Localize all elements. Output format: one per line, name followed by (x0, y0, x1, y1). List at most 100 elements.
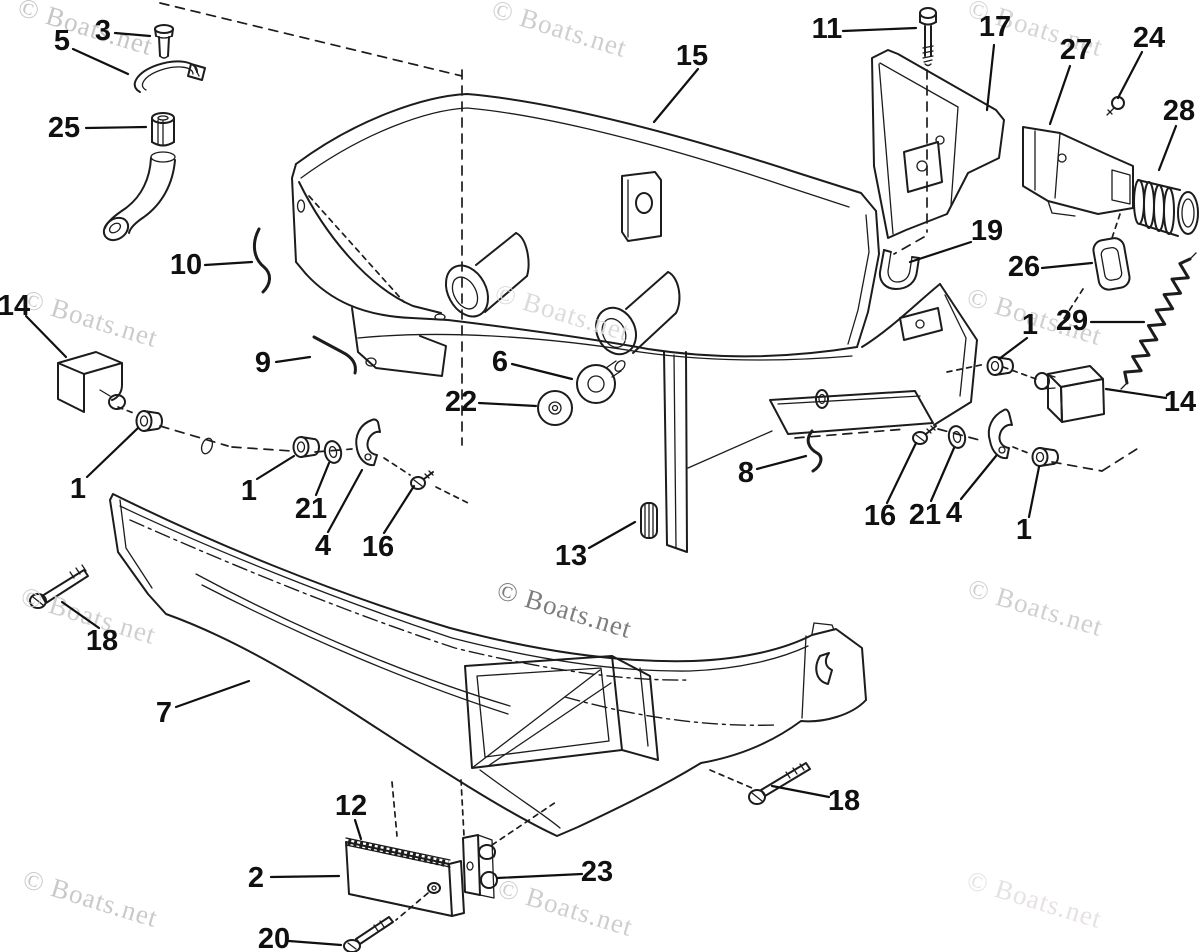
part-callout-28: 28 (1157, 95, 1195, 172)
part-25-sleeve-hose-art (102, 112, 176, 242)
part-number-label: 12 (335, 790, 367, 822)
watermark-text: © Boats.net (20, 284, 162, 353)
part-13-clip-art (640, 502, 658, 539)
leader-line (314, 461, 331, 497)
part-callout-4: 4 (946, 454, 998, 529)
leader-line (495, 872, 584, 880)
part-number-label: 8 (738, 457, 754, 489)
leader-line (755, 454, 808, 471)
part-28-bellows-art (1133, 179, 1199, 237)
part-number-label: 24 (1133, 22, 1165, 54)
watermark-text: © Boats.net (964, 865, 1106, 934)
part-number-label: 17 (979, 11, 1011, 43)
part-11-bolt-art (919, 7, 937, 67)
part-3-pin-art (154, 24, 174, 59)
watermark-text: © Boats.net (495, 873, 637, 942)
leader-line (84, 125, 148, 130)
part-callout-12: 12 (335, 790, 367, 841)
part-callout-15: 15 (652, 40, 708, 124)
part-number-label: 2 (248, 862, 264, 894)
leader-line (269, 874, 341, 879)
part-callout-6: 6 (492, 346, 574, 381)
part-number-label: 3 (95, 15, 111, 47)
leader-line (24, 314, 68, 359)
leader-line (274, 355, 312, 364)
part-callout-14: 14 (1104, 386, 1196, 418)
part-10-wire-art (252, 227, 271, 294)
part-callout-17: 17 (979, 11, 1011, 112)
part-number-label: 4 (946, 497, 962, 529)
leader-line (929, 446, 956, 503)
part-8-wire-art (806, 429, 823, 473)
leader-line (174, 679, 251, 709)
part-14-mount-left-art (57, 351, 126, 413)
part-1-bushings-art (135, 356, 1059, 467)
leader-line (908, 240, 973, 264)
part-9-wire-art (312, 335, 357, 375)
leader-line (287, 939, 343, 947)
part-callout-14: 14 (0, 290, 68, 359)
leader-line (203, 260, 254, 267)
leader-line (1116, 50, 1144, 100)
part-callout-16: 16 (864, 441, 918, 532)
part-number-label: 13 (555, 540, 587, 572)
part-22-washer-art (537, 390, 573, 426)
part-number-label: 20 (258, 923, 290, 952)
part-callout-21: 21 (295, 461, 331, 525)
part-number-label: 22 (445, 386, 477, 418)
part-2-plate-art (345, 841, 465, 921)
part-23-plugs-art (462, 834, 498, 899)
part-number-label: 27 (1060, 34, 1092, 66)
part-callout-26: 26 (1008, 251, 1094, 283)
part-callout-20: 20 (258, 923, 343, 952)
part-number-label: 4 (315, 530, 331, 562)
construction-dashes (117, 2, 1141, 846)
part-callout-4: 4 (315, 468, 364, 562)
part-number-label: 1 (70, 473, 86, 505)
leader-line (1157, 124, 1178, 172)
part-number-label: 9 (255, 347, 271, 379)
part-callout-1: 1 (241, 454, 296, 507)
part-5-clamp-art (133, 60, 206, 93)
leader-line (587, 520, 637, 550)
watermark-text: © Boats.net (489, 0, 631, 63)
part-callout-11: 11 (812, 13, 918, 45)
part-15-support-panel (200, 93, 978, 553)
part-29-spring-art (1120, 252, 1197, 390)
watermark-text: © Boats.net (20, 864, 162, 933)
leader-line (255, 454, 296, 481)
leader-line (113, 31, 152, 38)
part-number-label: 16 (864, 500, 896, 532)
part-21-washers-art (323, 425, 967, 464)
part-callout-13: 13 (555, 520, 637, 572)
part-number-label: 16 (362, 531, 394, 563)
watermark-text: © Boats.net (965, 573, 1107, 642)
part-number-label: 1 (1016, 514, 1032, 546)
part-callout-29: 29 (1056, 305, 1146, 337)
part-14-mount-right-art (1034, 365, 1105, 423)
leader-line (885, 441, 918, 505)
part-16-screws-art (410, 425, 937, 490)
part-number-label: 18 (86, 625, 118, 657)
part-7-lower-cowl-art (109, 493, 867, 837)
leader-line (382, 484, 416, 535)
part-18-screws-art (29, 564, 811, 805)
part-number-label: 25 (48, 112, 80, 144)
watermark-text: © Boats.net (15, 0, 157, 61)
leader-line (1048, 64, 1072, 126)
leader-line (985, 43, 996, 112)
part-callout-25: 25 (48, 112, 148, 144)
line-art (29, 2, 1199, 952)
part-number-label: 21 (909, 499, 941, 531)
leader-line (477, 401, 538, 408)
part-27-duct-art (1022, 126, 1134, 217)
leader-line (71, 47, 130, 76)
part-24-screw-art (1106, 96, 1125, 116)
leader-line (959, 454, 998, 501)
part-callout-23: 23 (495, 856, 613, 888)
part-callout-1: 1 (70, 426, 140, 505)
leader-line (841, 26, 918, 33)
